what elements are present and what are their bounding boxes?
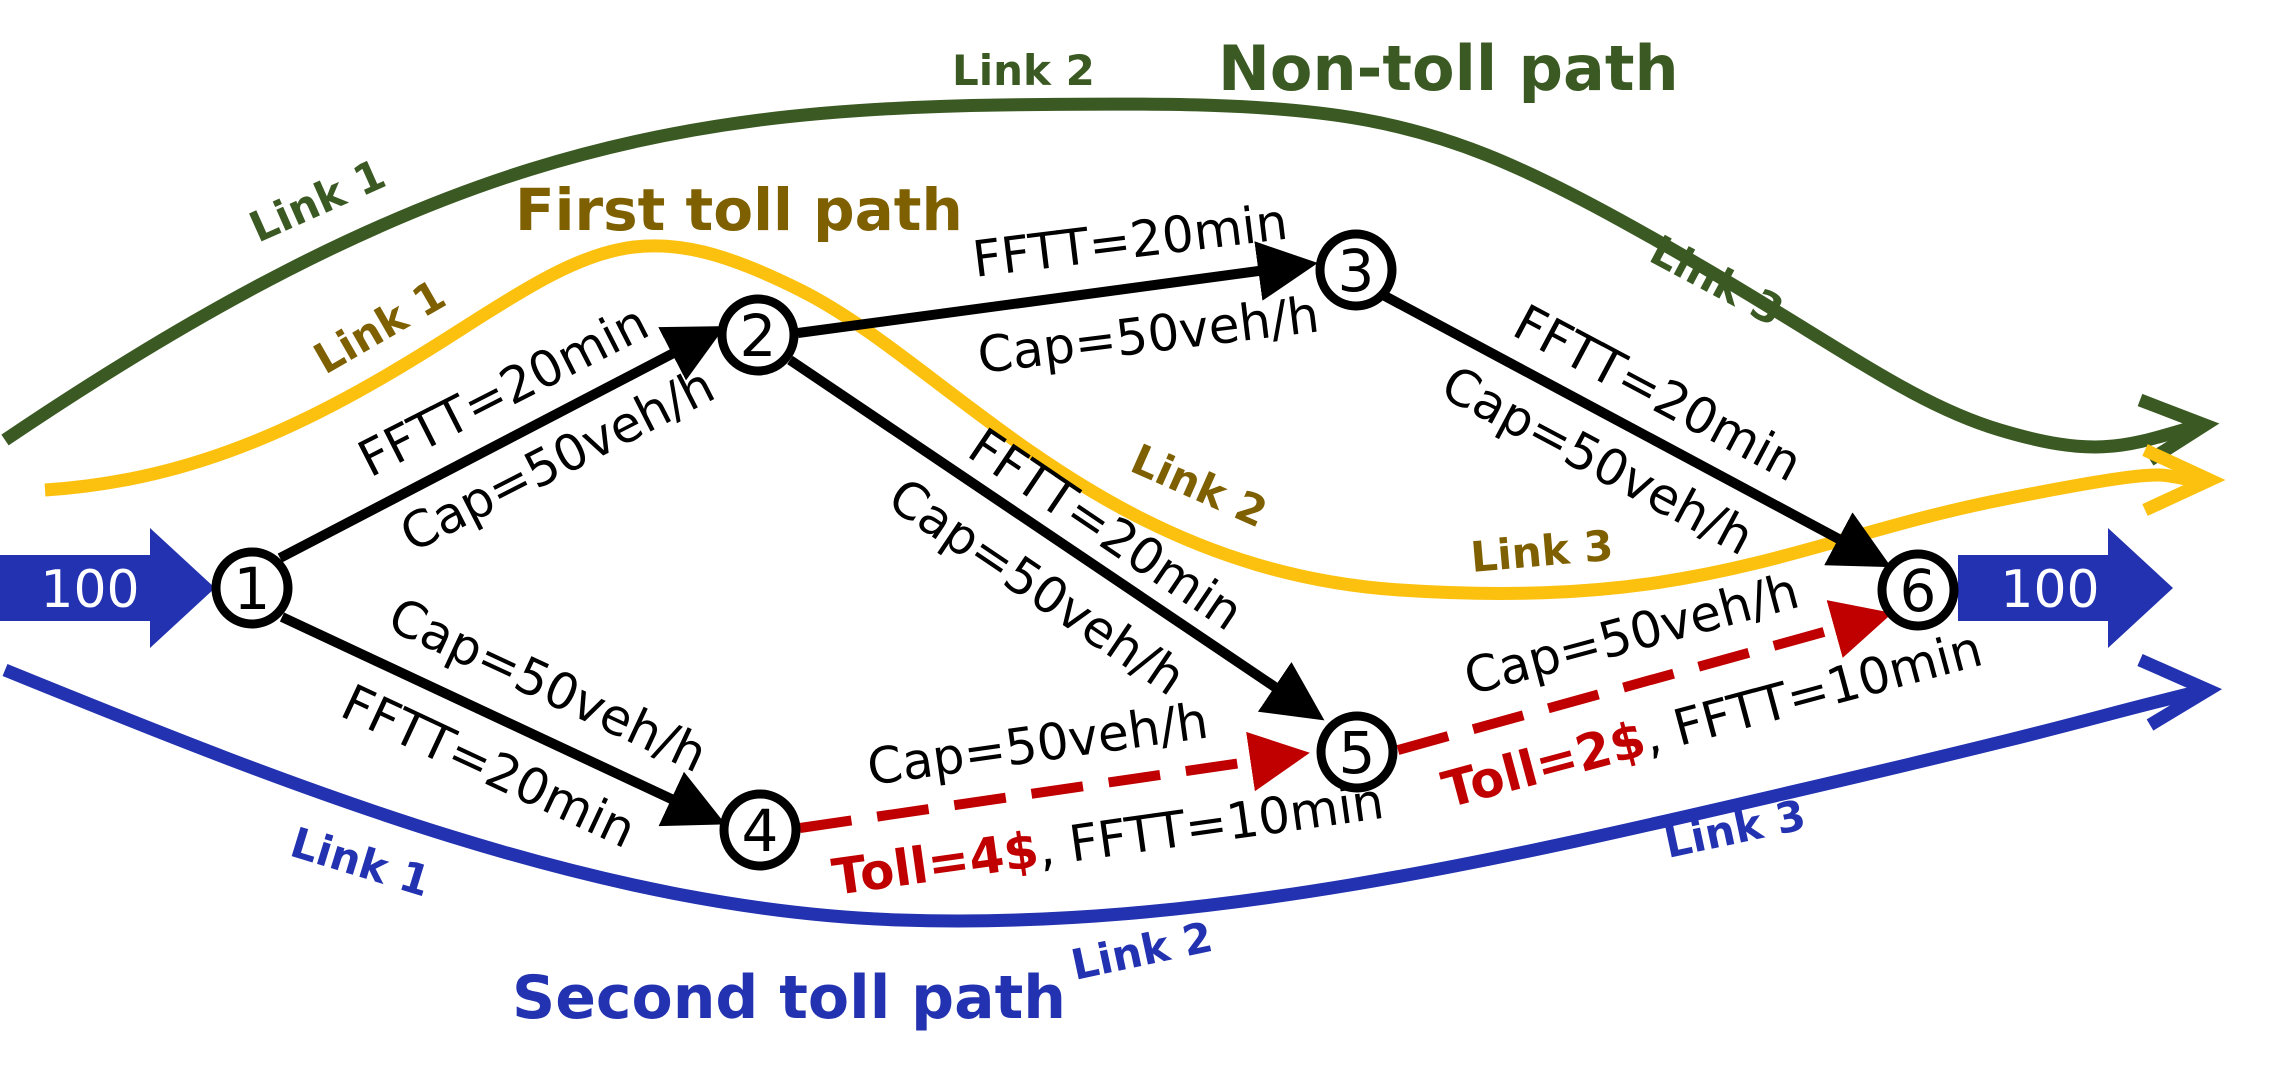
demand-out-arrow: 100 [1958,528,2173,648]
non-toll-link-2: Link 2 [952,46,1095,95]
link-4-5-toll [799,731,1310,833]
link-5-6-toll-amount: Toll=2$ [1436,710,1652,820]
demand-in-arrow-shape [0,528,215,648]
non-toll-path-curve [1,97,2202,454]
second-toll-path-title: Second toll path [512,963,1066,1033]
second-toll-path-arrowhead [2137,654,2223,731]
link-1-2 [277,326,726,563]
non-toll-path-arrowhead [2137,393,2220,466]
network-links [277,241,1893,833]
network-nodes: 1 2 3 4 5 6 [211,229,1959,871]
demand-out-value: 100 [2000,560,2099,620]
second-toll-path [2,654,2223,928]
demand-in-value: 100 [40,560,139,620]
link-5-6-toll [1396,600,1893,755]
link-1-4 [279,612,726,827]
link-4-5-cap: Cap=50veh/h [864,692,1212,797]
node-6-label: 6 [1900,557,1937,625]
node-4-label: 4 [742,797,779,865]
first-toll-path-title: First toll path [515,176,963,244]
first-toll-link-3: Link 3 [1469,521,1616,582]
node-2: 2 [717,294,799,376]
link-2-3 [797,241,1318,338]
first-toll-link-1: Link 1 [306,270,454,384]
second-toll-link-2: Link 2 [1067,912,1217,990]
node-4: 4 [719,789,801,871]
first-toll-path-curve [44,239,2206,601]
link-4-5-fftt: , FFTT=10min [1034,772,1387,878]
first-toll-path [44,239,2226,601]
second-toll-path-curve [2,663,2207,928]
node-1-label: 1 [234,555,271,623]
node-6: 6 [1877,549,1959,631]
node-2-label: 2 [740,302,777,370]
link-4-5-toll-amount: Toll=4$ [829,821,1043,907]
first-toll-path-arrowhead [2142,444,2226,516]
link-3-6 [1380,290,1892,568]
node-3: 3 [1315,229,1397,311]
node-3-label: 3 [1338,237,1375,305]
node-5-label: 5 [1339,719,1376,787]
link-2-5 [787,355,1325,721]
demand-out-arrow-shape [1958,528,2173,648]
node-5: 5 [1316,711,1398,793]
node-1: 1 [211,547,293,629]
demand-in-arrow: 100 [0,528,215,648]
non-toll-link-3: Link 3 [1642,226,1791,336]
non-toll-path-title: Non-toll path [1218,32,1679,105]
non-toll-path [1,97,2220,466]
